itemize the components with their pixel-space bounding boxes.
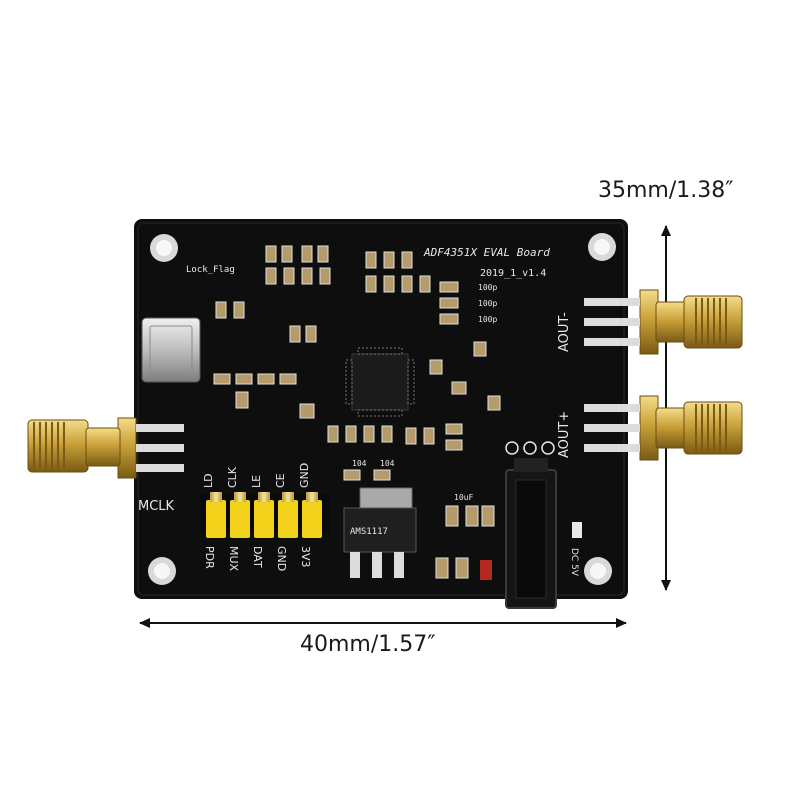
svg-text:DAT: DAT: [251, 546, 264, 568]
svg-text:LD: LD: [202, 473, 215, 488]
svg-text:CE: CE: [274, 473, 287, 488]
sma-connector-rf-out-plus: [584, 395, 743, 461]
svg-text:AMS1117: AMS1117: [350, 527, 388, 537]
crystal-oscillator: [141, 317, 201, 383]
svg-text:GND: GND: [275, 546, 288, 571]
component-labels: 100p 100p 100p 10uF 104 104: [352, 283, 497, 502]
svg-text:LE: LE: [250, 475, 263, 488]
svg-text:100p: 100p: [478, 283, 497, 292]
pll-chip: [345, 347, 415, 417]
pin-header: [200, 492, 330, 538]
svg-text:104: 104: [352, 459, 367, 468]
svg-text:CLK: CLK: [226, 466, 239, 488]
mclk-label: MCLK: [138, 499, 175, 514]
dc-barrel-jack: [505, 458, 557, 609]
status-led: [572, 522, 582, 538]
svg-text:100p: 100p: [478, 299, 497, 308]
header-top-labels: LD CLK LE CE GND: [202, 463, 311, 488]
dimension-height-label: 35mm/1.38″: [598, 178, 734, 203]
board-version: 2019_1_v1.4: [480, 268, 546, 279]
header-bottom-labels: PDR MUX DAT GND 3V3: [203, 546, 312, 572]
board-title: ADF4351X EVAL Board: [423, 246, 550, 259]
svg-text:3V3: 3V3: [299, 546, 312, 568]
dc-label: DC 5V: [569, 548, 579, 577]
red-led: [480, 560, 492, 580]
lock-flag-label: Lock_Flag: [186, 265, 235, 275]
polarity-symbol: [505, 441, 555, 455]
svg-text:104: 104: [380, 459, 395, 468]
dimension-width-label: 40mm/1.57″: [300, 632, 436, 657]
svg-text:GND: GND: [298, 463, 311, 488]
svg-text:MUX: MUX: [227, 546, 240, 572]
mounting-holes: [148, 233, 616, 585]
svg-text:10uF: 10uF: [454, 493, 473, 502]
sma-connector-mclk: [27, 417, 184, 479]
voltage-regulator: AMS1117: [343, 487, 417, 578]
svg-text:100p: 100p: [478, 315, 497, 324]
smd-components: [213, 245, 501, 579]
sma-connector-rf-out-minus: [584, 289, 743, 355]
rf-out-plus-label: AOUT+: [557, 411, 572, 458]
rf-out-minus-label: AOUT-: [557, 312, 572, 352]
svg-text:PDR: PDR: [203, 546, 216, 569]
